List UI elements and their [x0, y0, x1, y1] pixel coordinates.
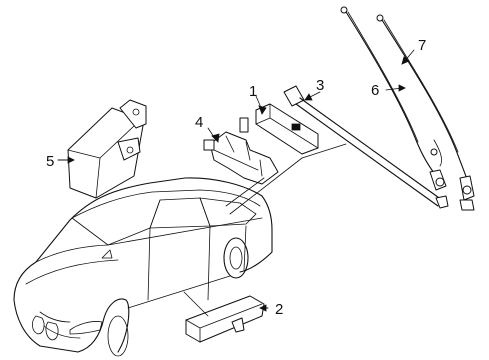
- vehicle-outline: [13, 177, 273, 357]
- callout-5: 5: [46, 153, 54, 170]
- part-3-rod: [283, 85, 449, 209]
- callout-6: 6: [371, 82, 379, 99]
- part-5-control-module: [67, 99, 147, 199]
- part-7-cable: [376, 14, 475, 211]
- part-1-module: [255, 103, 319, 155]
- callout-2: 2: [275, 301, 283, 318]
- callout-1: 1: [249, 83, 257, 100]
- arrowheads: [67, 56, 410, 312]
- callout-7: 7: [418, 37, 426, 54]
- callout-4: 4: [195, 114, 203, 131]
- part-4-bracket: [203, 117, 279, 185]
- part-6-cable: [340, 6, 447, 191]
- part-2-sensor: [185, 295, 265, 343]
- callout-3: 3: [316, 77, 324, 94]
